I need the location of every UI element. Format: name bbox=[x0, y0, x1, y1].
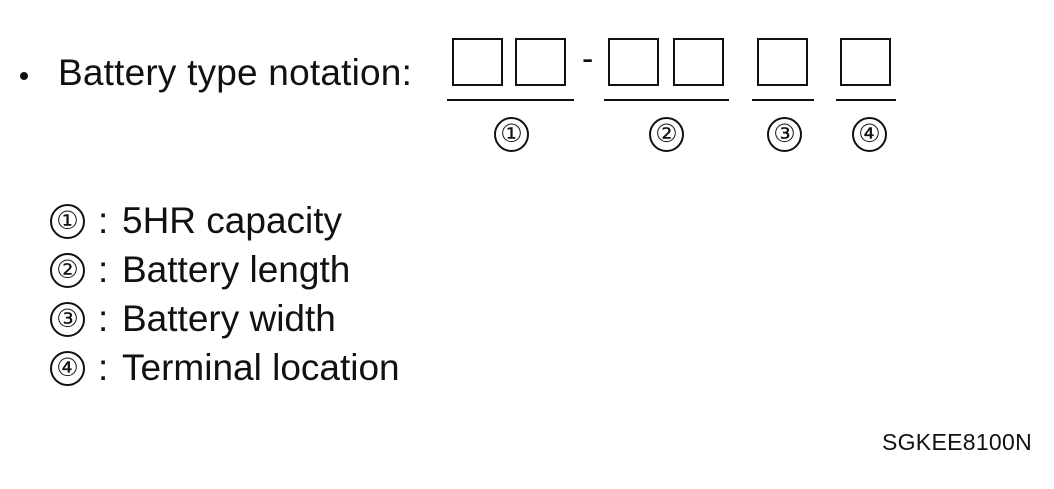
marker-1: ① bbox=[494, 117, 529, 152]
notation-box-2b bbox=[673, 38, 724, 86]
notation-box-2a bbox=[608, 38, 659, 86]
marker-2: ② bbox=[649, 117, 684, 152]
legend-marker: ④ bbox=[50, 351, 85, 386]
underline-group-3 bbox=[752, 99, 814, 101]
legend-marker: ① bbox=[50, 204, 85, 239]
notation-box-1a bbox=[452, 38, 503, 86]
notation-box-1b bbox=[515, 38, 566, 86]
notation-heading: Battery type notation: bbox=[58, 52, 413, 93]
marker-3: ③ bbox=[767, 117, 802, 152]
legend-label: Battery length bbox=[122, 249, 351, 290]
legend-colon: : bbox=[98, 347, 109, 388]
underline-group-2 bbox=[604, 99, 729, 101]
legend-marker: ③ bbox=[50, 302, 85, 337]
underline-group-4 bbox=[836, 99, 896, 101]
legend-colon: : bbox=[98, 298, 109, 339]
legend-marker: ② bbox=[50, 253, 85, 288]
notation-separator: - bbox=[582, 40, 594, 78]
legend-label: Battery width bbox=[122, 298, 336, 339]
notation-box-4 bbox=[840, 38, 891, 86]
figure-code: SGKEE8100N bbox=[881, 429, 1032, 455]
legend-colon: : bbox=[98, 249, 109, 290]
legend-label: 5HR capacity bbox=[122, 200, 343, 241]
underline-group-1 bbox=[447, 99, 574, 101]
bullet-point bbox=[20, 72, 28, 80]
legend-colon: : bbox=[98, 200, 109, 241]
notation-box-3 bbox=[757, 38, 808, 86]
legend-label: Terminal location bbox=[122, 347, 400, 388]
marker-4: ④ bbox=[852, 117, 887, 152]
